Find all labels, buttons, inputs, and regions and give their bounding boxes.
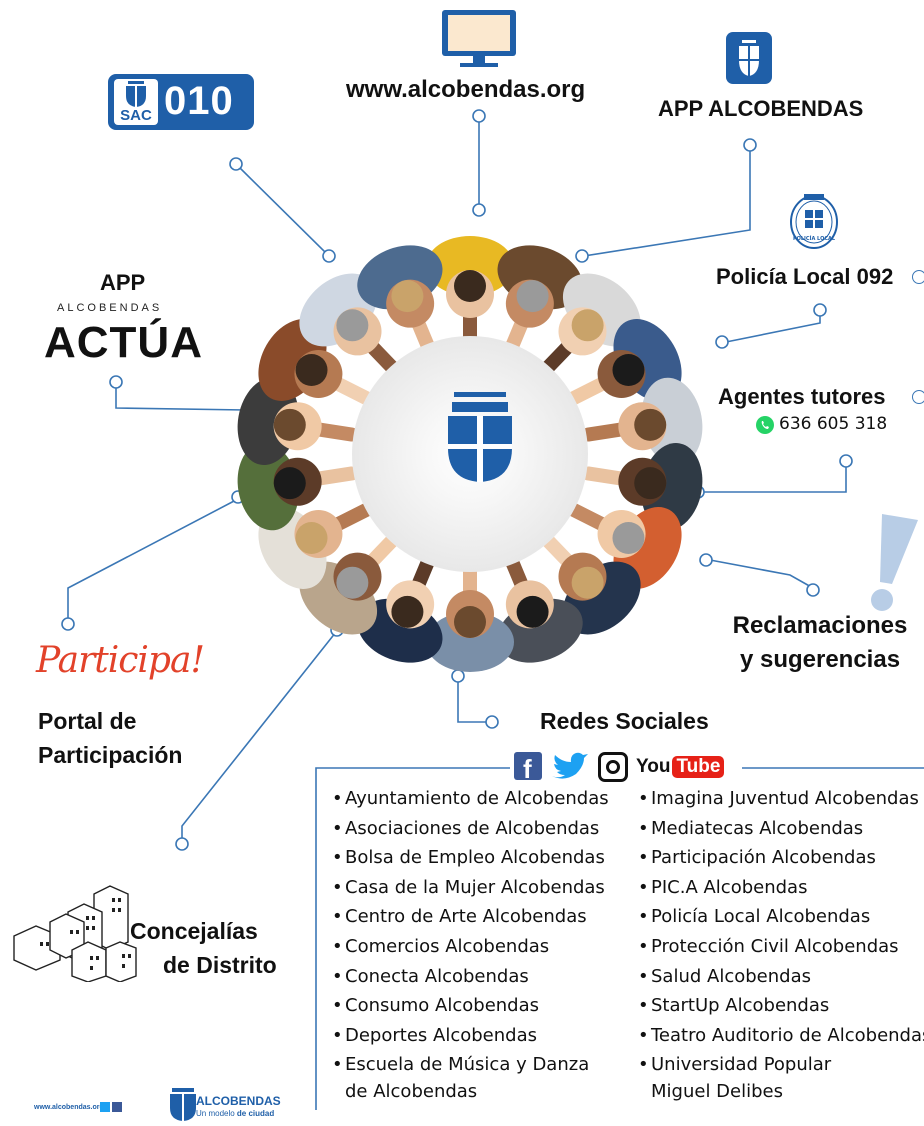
- person-hair: [295, 522, 328, 554]
- list-item[interactable]: de Alcobendas: [345, 1080, 478, 1102]
- alcobendas-crest-icon: [446, 382, 514, 484]
- youtube-icon[interactable]: You Tube: [636, 754, 725, 780]
- instagram-icon[interactable]: [598, 752, 628, 782]
- sac-label: SAC: [120, 107, 152, 124]
- person-hair: [273, 467, 306, 500]
- youtube-tube: Tube: [672, 756, 725, 778]
- sac-number: 010: [164, 79, 234, 123]
- footer-tagline-2: de ciudad: [236, 1109, 275, 1118]
- reclamaciones-line2[interactable]: y sugerencias: [739, 646, 901, 673]
- exclamation-icon: [856, 512, 924, 616]
- list-item[interactable]: Centro de Arte Alcobendas: [332, 902, 609, 932]
- list-item[interactable]: Ayuntamiento de Alcobendas: [332, 784, 609, 814]
- list-item[interactable]: Miguel Delibes: [651, 1080, 783, 1102]
- list-item[interactable]: Comercios Alcobendas: [332, 932, 609, 962]
- sac-crest-icon: [126, 81, 146, 107]
- agentes-connector-dot: [912, 390, 924, 404]
- buildings-icon: [10, 872, 140, 986]
- footer-crest-icon: [168, 1088, 198, 1126]
- list-item[interactable]: Mediatecas Alcobendas: [638, 814, 924, 844]
- agentes-label[interactable]: Agentes tutores: [718, 384, 886, 409]
- person-hair: [634, 467, 667, 500]
- app-shield-icon: [726, 32, 772, 84]
- list-item[interactable]: Policía Local Alcobendas: [638, 902, 924, 932]
- person-hair: [634, 408, 667, 441]
- list-item[interactable]: Protección Civil Alcobendas: [638, 932, 924, 962]
- participa-line2[interactable]: Participación: [38, 742, 183, 768]
- list-item[interactable]: Escuela de Música y Danza: [332, 1050, 609, 1080]
- footer-facebook-icon[interactable]: [112, 1102, 122, 1112]
- facebook-icon[interactable]: f: [514, 752, 542, 784]
- app-actua-title: APP: [100, 270, 146, 295]
- person-hair: [571, 566, 604, 599]
- person-hair: [295, 354, 328, 386]
- reclamaciones-line1[interactable]: Reclamaciones: [732, 612, 908, 639]
- social-list-right: Imagina Juventud AlcobendasMediatecas Al…: [638, 784, 924, 1104]
- policia-label[interactable]: Policía Local 092: [716, 264, 894, 289]
- footer-url[interactable]: www.alcobendas.org: [34, 1104, 104, 1111]
- list-item[interactable]: Consumo Alcobendas: [332, 991, 609, 1021]
- list-item[interactable]: StartUp Alcobendas: [638, 991, 924, 1021]
- sac-010-badge[interactable]: SAC 010: [108, 74, 254, 130]
- sac-logo: SAC: [114, 79, 158, 125]
- footer-tagline: Un modelo de ciudad: [196, 1109, 274, 1118]
- person-body: [426, 612, 514, 672]
- app-alcobendas-label[interactable]: APP ALCOBENDAS: [658, 96, 864, 121]
- footer-twitter-icon[interactable]: [100, 1102, 110, 1112]
- list-item[interactable]: Deportes Alcobendas: [332, 1021, 609, 1051]
- list-item[interactable]: PIC.A Alcobendas: [638, 873, 924, 903]
- list-item[interactable]: Bolsa de Empleo Alcobendas: [332, 843, 609, 873]
- list-item[interactable]: Participación Alcobendas: [638, 843, 924, 873]
- social-list-left: Ayuntamiento de AlcobendasAsociaciones d…: [332, 784, 609, 1104]
- app-actua-name[interactable]: ACTÚA: [44, 318, 203, 367]
- participa-logo: Participa!: [36, 640, 205, 681]
- list-item[interactable]: Conecta Alcobendas: [332, 962, 609, 992]
- whatsapp-icon: [756, 416, 774, 434]
- monitor-icon: [440, 8, 518, 76]
- list-item[interactable]: Casa de la Mujer Alcobendas: [332, 873, 609, 903]
- person-hair: [336, 309, 369, 342]
- list-item[interactable]: Salud Alcobendas: [638, 962, 924, 992]
- footer-brand: ALCOBENDAS: [196, 1094, 281, 1108]
- concejalias-line1[interactable]: Concejalías: [130, 918, 258, 944]
- person-hair: [516, 595, 549, 628]
- list-item[interactable]: Imagina Juventud Alcobendas: [638, 784, 924, 814]
- person-hair: [612, 522, 645, 554]
- person-hair: [516, 280, 549, 313]
- police-seal-text: POLICÍA LOCAL: [793, 234, 836, 242]
- person-hair: [391, 280, 424, 313]
- person-hair: [571, 309, 604, 342]
- web-label[interactable]: www.alcobendas.org: [346, 76, 586, 103]
- agentes-phone[interactable]: 636 605 318: [779, 414, 888, 434]
- list-item[interactable]: Universidad Popular: [638, 1050, 924, 1080]
- person-hair: [336, 566, 369, 599]
- twitter-icon[interactable]: [550, 752, 590, 786]
- concejalias-line2[interactable]: de Distrito: [163, 952, 277, 978]
- app-actua-subtitle: ALCOBENDAS: [57, 302, 163, 314]
- person-hair: [612, 354, 645, 386]
- youtube-you: You: [636, 756, 671, 777]
- policia-connector-dot: [912, 270, 924, 284]
- redes-title: Redes Sociales: [540, 708, 709, 734]
- footer-tagline-1: Un modelo: [196, 1109, 235, 1118]
- list-item[interactable]: Teatro Auditorio de Alcobendas: [638, 1021, 924, 1051]
- police-seal-icon: POLICÍA LOCAL: [788, 190, 840, 254]
- participa-line1[interactable]: Portal de: [38, 708, 137, 734]
- list-item[interactable]: Asociaciones de Alcobendas: [332, 814, 609, 844]
- person-hair: [391, 595, 424, 628]
- person-hair: [454, 606, 486, 638]
- person-hair: [273, 408, 306, 441]
- person-body: [426, 236, 514, 296]
- person-hair: [454, 270, 486, 302]
